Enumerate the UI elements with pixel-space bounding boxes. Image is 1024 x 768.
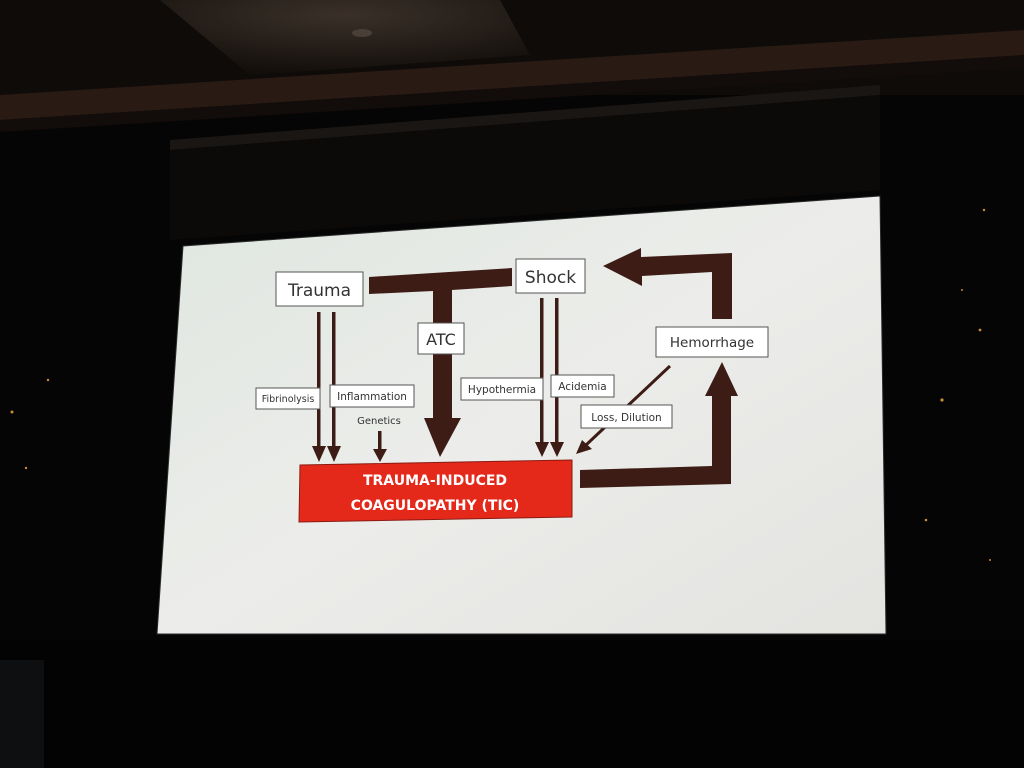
tic-diagram: Trauma Shock ATC Hemorrhage Fibrinolysis… — [255, 248, 769, 523]
trauma-node: Trauma — [275, 271, 364, 307]
inflammation-node: Inflammation — [329, 384, 415, 408]
atc-node: ATC — [417, 322, 465, 355]
genetics-label: Genetics — [357, 416, 401, 427]
loss-dilution-label: Loss, Dilution — [591, 412, 661, 424]
tic-to-hemorrhage-arrow — [580, 362, 738, 488]
hemorrhage-label: Hemorrhage — [670, 335, 754, 351]
tic-label-line2: COAGULOPATHY (TIC) — [351, 498, 520, 514]
tic-node: TRAUMA-INDUCED COAGULOPATHY (TIC) — [298, 459, 573, 523]
inflammation-label: Inflammation — [337, 391, 407, 403]
ceiling — [0, 0, 1024, 240]
loss-dilution-node: Loss, Dilution — [580, 404, 673, 429]
acidemia-label: Acidemia — [558, 381, 606, 393]
acidemia-node: Acidemia — [550, 374, 615, 398]
shock-down-arrows — [535, 298, 564, 457]
floor — [0, 640, 1024, 768]
shock-label: Shock — [525, 268, 576, 288]
atc-label: ATC — [426, 330, 456, 349]
hemorrhage-node: Hemorrhage — [655, 326, 769, 358]
tic-label-line1: TRAUMA-INDUCED — [363, 473, 507, 489]
hypothermia-node: Hypothermia — [460, 377, 544, 401]
hemorrhage-to-shock-arrow — [603, 248, 732, 319]
genetics-arrow — [373, 431, 387, 462]
atc-t-arrow — [369, 268, 512, 457]
trauma-down-arrows — [312, 312, 341, 462]
trauma-label: Trauma — [287, 281, 351, 301]
fibrinolysis-label: Fibrinolysis — [262, 394, 315, 405]
fibrinolysis-node: Fibrinolysis — [255, 387, 321, 410]
shock-node: Shock — [515, 258, 586, 294]
hypothermia-label: Hypothermia — [468, 384, 536, 396]
